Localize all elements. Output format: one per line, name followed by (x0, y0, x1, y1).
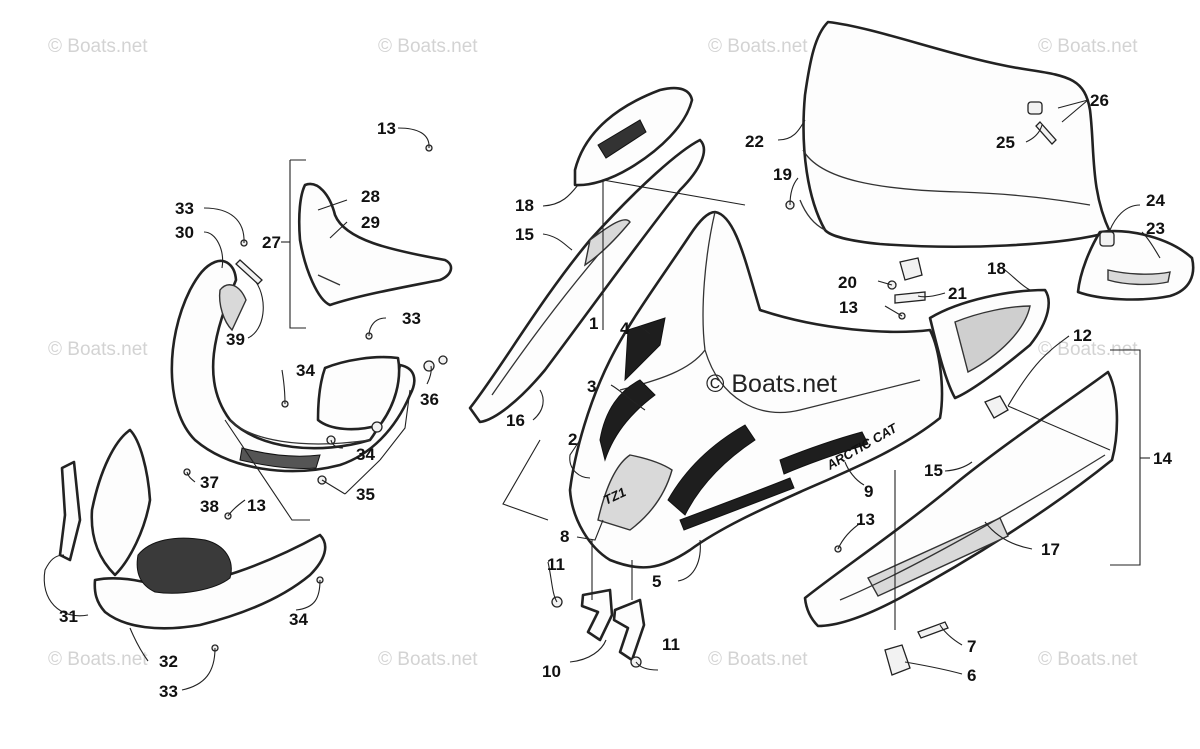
callout-label: 27 (262, 233, 281, 252)
callout-label: 34 (289, 610, 308, 629)
callout-label: 17 (1041, 540, 1060, 559)
callout-label: 18 (987, 259, 1006, 278)
side-panel-right (928, 288, 1050, 400)
bracket-icon (984, 395, 1009, 419)
bracket-icon (899, 257, 923, 281)
callout-label: 22 (745, 132, 764, 151)
callout-label: 36 (420, 390, 439, 409)
mirror-cover (1076, 229, 1195, 301)
callout-label: 29 (361, 213, 380, 232)
callout-label: 16 (506, 411, 525, 430)
watermark: © Boats.net (378, 649, 478, 670)
callout-label: 28 (361, 187, 380, 206)
callout-label: 30 (175, 223, 194, 242)
watermark: © Boats.net (706, 370, 837, 398)
screw-icon (438, 355, 448, 365)
vent-mesh (779, 431, 869, 475)
callout-label: 8 (560, 527, 569, 546)
model-decal (597, 454, 673, 531)
callout-label: 33 (175, 199, 194, 218)
callout-label: 32 (159, 652, 178, 671)
callout-label: 15 (924, 461, 943, 480)
callout-label: 15 (515, 225, 534, 244)
callout-label: 25 (996, 133, 1015, 152)
callout-label: 10 (542, 662, 561, 681)
watermark: © Boats.net (708, 649, 808, 670)
callout-label: 39 (226, 330, 245, 349)
callout-layer: 1 2 3 4 5 6 7 8 9 10 11 11 12 13 13 13 1… (59, 91, 1172, 701)
callout-label: 9 (864, 482, 873, 501)
nut-icon (1027, 101, 1043, 115)
callout-label: 21 (948, 284, 967, 303)
lower-nose (58, 428, 327, 630)
callout-label: 34 (296, 361, 315, 380)
watermark: © Boats.net (48, 649, 148, 670)
callout-label: 24 (1146, 191, 1165, 210)
watermark: © Boats.net (48, 36, 148, 57)
watermark: © Boats.net (48, 339, 148, 360)
callout-label: 14 (1153, 449, 1172, 468)
callout-label: 2 (568, 430, 577, 449)
callout-label: 34 (356, 445, 375, 464)
vent-mesh (667, 424, 756, 516)
watermark: © Boats.net (378, 36, 478, 57)
callout-label: 4 (620, 319, 630, 338)
callout-label: 12 (1073, 326, 1092, 345)
hood-brackets (551, 588, 646, 668)
vent-mesh (679, 477, 795, 531)
inner-panel (297, 182, 453, 307)
callout-label: 35 (356, 485, 375, 504)
watermark: © Boats.net (1038, 36, 1138, 57)
callout-label: 18 (515, 196, 534, 215)
grommet-icon (1099, 231, 1115, 247)
callout-label: 33 (159, 682, 178, 701)
leader-lines (43, 99, 1161, 691)
callout-label: 20 (838, 273, 857, 292)
center-watermark: © Boats.net (706, 370, 837, 398)
fastener-icon (235, 259, 263, 285)
watermark: © Boats.net (708, 36, 808, 57)
callout-label: 23 (1146, 219, 1165, 238)
callout-label: 26 (1090, 91, 1109, 110)
upper-nose-cowl (170, 259, 416, 473)
main-hood: TZ1 ARCTIC CAT (568, 210, 944, 569)
callout-label: 11 (662, 635, 680, 654)
callout-label: 13 (247, 496, 266, 515)
callout-label: 19 (773, 165, 792, 184)
top-cover (573, 86, 694, 187)
callout-label: 13 (839, 298, 858, 317)
bracket-icon (894, 291, 926, 304)
callout-label: 31 (59, 607, 78, 626)
washer-icon (423, 360, 435, 372)
clamp-icon (884, 644, 911, 676)
callout-label: 38 (200, 497, 219, 516)
callout-label: 5 (652, 572, 661, 591)
vent-mesh (624, 317, 666, 382)
lower-side-panel (803, 370, 1119, 628)
callout-label: 11 (547, 555, 565, 574)
vent-mesh (599, 379, 656, 462)
watermark-layer: © Boats.net © Boats.net © Boats.net © Bo… (48, 36, 1138, 670)
washer-icon (371, 421, 383, 433)
callout-label: 37 (200, 473, 219, 492)
callout-label: 1 (589, 314, 598, 333)
windshield (799, 20, 1112, 248)
callout-label: 33 (402, 309, 421, 328)
callout-label: 7 (967, 637, 976, 656)
callout-label: 13 (856, 510, 875, 529)
watermark: © Boats.net (1038, 339, 1138, 360)
watermark: © Boats.net (1038, 649, 1138, 670)
callout-label: 6 (967, 666, 976, 685)
callout-label: 3 (587, 377, 596, 396)
callout-label: 13 (377, 119, 396, 138)
